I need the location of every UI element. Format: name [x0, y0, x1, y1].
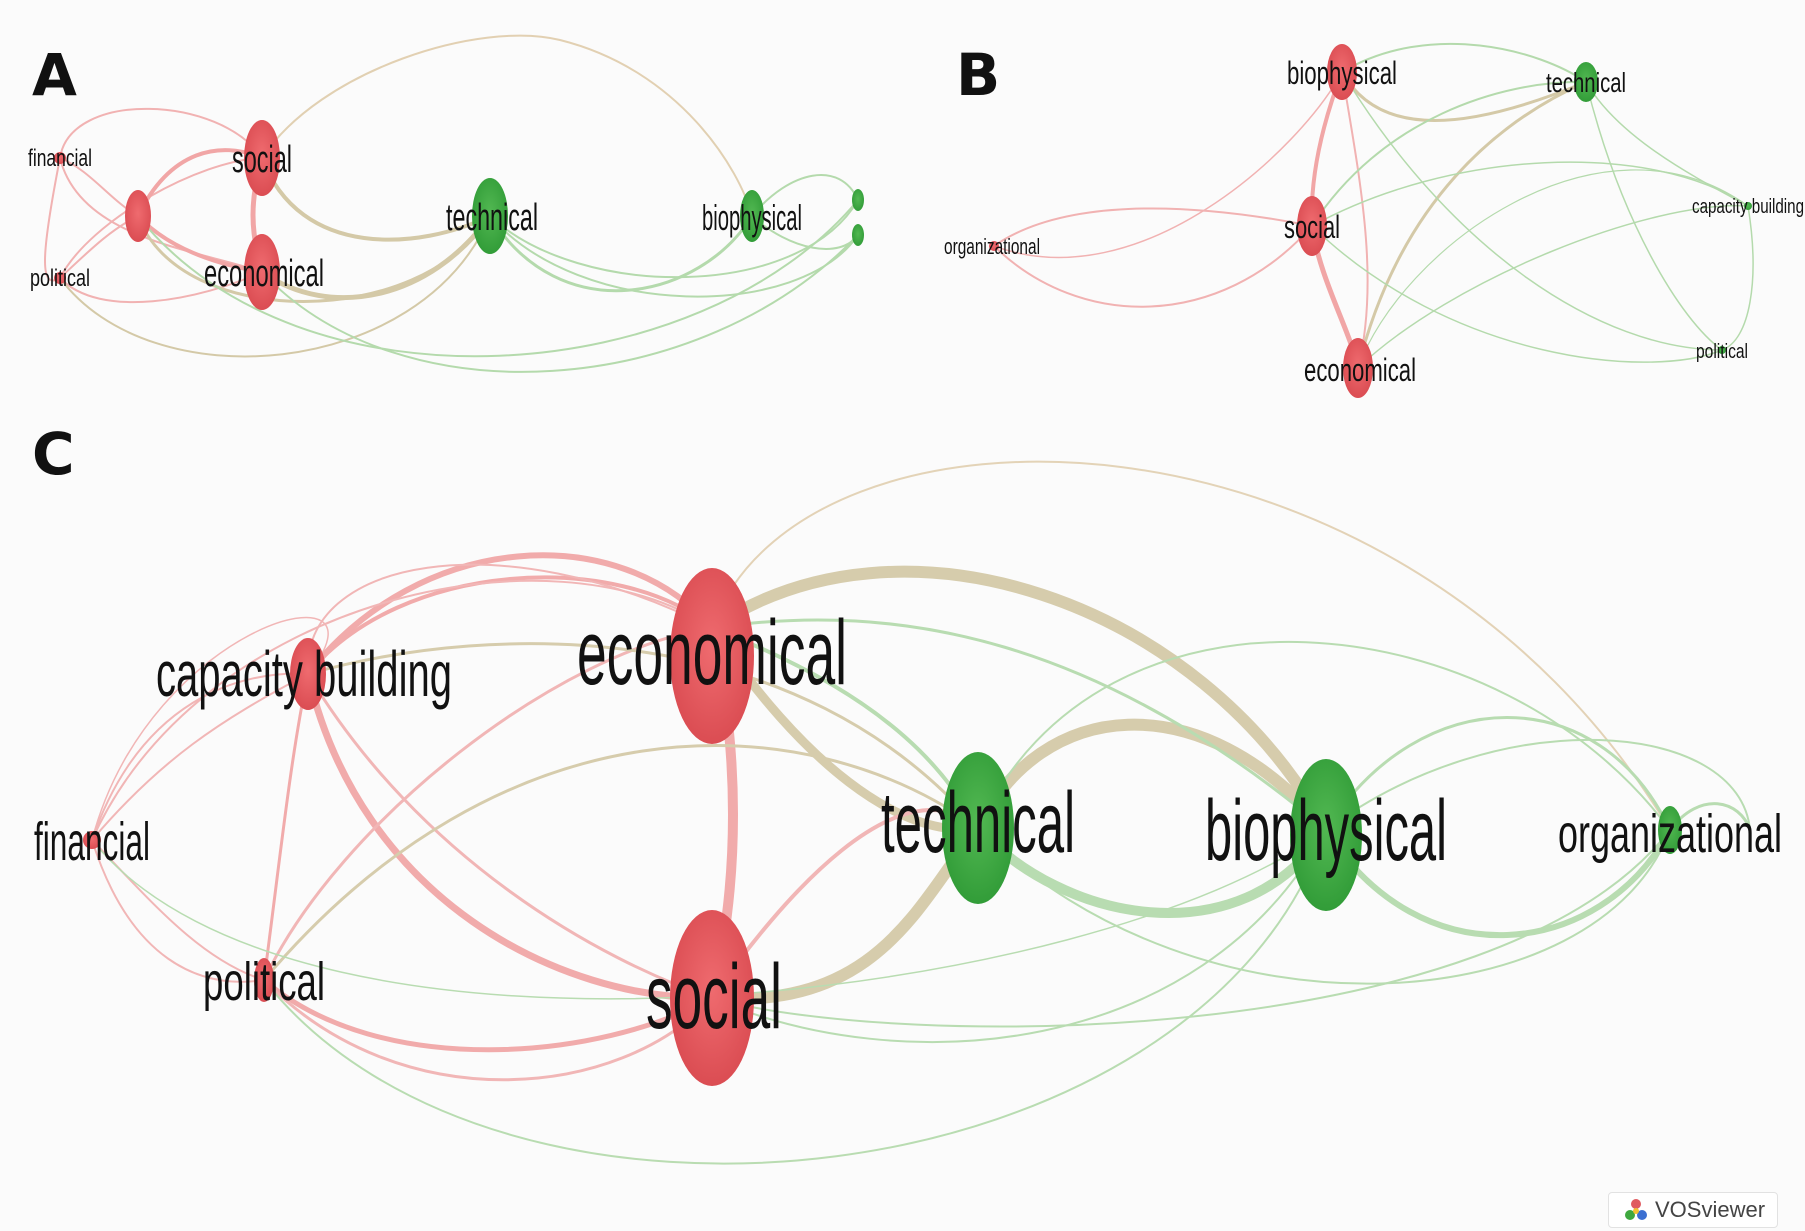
panel-letter-c: C — [32, 420, 75, 488]
label-b-technical: technical — [1546, 67, 1626, 98]
label-c-technical: technical — [881, 775, 1075, 871]
label-b-economical: economical — [1304, 352, 1416, 388]
panel-letter-b: B — [956, 41, 1001, 109]
panel-b-nodes — [989, 44, 1752, 398]
node-b-biophysical — [1327, 44, 1357, 100]
panel-c-network: capacity building economical financial p… — [34, 460, 1782, 1165]
label-c-political: political — [203, 952, 325, 1012]
label-a-technical: technical — [446, 197, 538, 239]
node-a-economical — [244, 234, 280, 310]
node-b-organizational — [989, 241, 999, 251]
label-a-economical: economical — [204, 253, 324, 295]
node-a-unlabeled-green-2 — [852, 224, 864, 246]
node-a-social — [244, 120, 280, 196]
label-c-social: social — [646, 946, 782, 1048]
panel-c-nodes — [83, 568, 1682, 1086]
vosviewer-watermark: VOSviewer — [1608, 1192, 1778, 1228]
label-b-capacity-building: capacity building — [1692, 196, 1804, 218]
panel-a-network: financial political social economical te… — [28, 34, 864, 373]
label-c-capacity-building: capacity building — [156, 638, 452, 710]
node-c-financial — [83, 831, 101, 849]
node-b-social — [1297, 196, 1327, 256]
node-c-biophysical — [1290, 759, 1362, 911]
vosviewer-label: VOSviewer — [1655, 1197, 1766, 1222]
vosviewer-logo-icon — [1625, 1199, 1647, 1220]
node-c-capacity-building — [290, 638, 326, 710]
node-a-political — [54, 272, 66, 284]
node-c-technical — [942, 752, 1014, 904]
label-b-organizational: organizational — [944, 234, 1040, 259]
panel-b-links — [993, 42, 1754, 371]
node-c-political — [254, 958, 274, 1002]
panel-b-network: biophysical technical social economical … — [944, 42, 1804, 398]
label-b-social: social — [1284, 209, 1340, 245]
label-c-biophysical: biophysical — [1205, 783, 1447, 879]
node-a-financial — [54, 152, 66, 164]
label-b-political: political — [1696, 341, 1748, 363]
panel-a-labels: financial political social economical te… — [28, 139, 802, 295]
node-a-unlabeled-red — [125, 190, 151, 242]
label-c-organizational: organizational — [1558, 804, 1782, 864]
panel-a-nodes — [54, 120, 864, 310]
node-b-capacity-building — [1744, 202, 1752, 210]
panel-c-labels: capacity building economical financial p… — [34, 602, 1782, 1048]
node-b-technical — [1574, 62, 1598, 102]
node-c-organizational — [1658, 806, 1682, 854]
panel-letter-a: A — [32, 41, 77, 109]
label-c-financial: financial — [34, 812, 150, 872]
node-c-social — [670, 910, 754, 1086]
node-a-technical — [472, 178, 508, 254]
panel-a-links — [44, 34, 859, 373]
panel-b-labels: biophysical technical social economical … — [944, 55, 1804, 388]
label-a-social: social — [232, 139, 292, 181]
label-a-biophysical: biophysical — [702, 197, 802, 238]
node-a-biophysical — [740, 190, 764, 242]
node-b-economical — [1343, 338, 1373, 398]
node-a-unlabeled-green-1 — [852, 189, 864, 211]
label-b-biophysical: biophysical — [1287, 55, 1397, 91]
node-b-political — [1718, 346, 1726, 354]
label-c-economical: economical — [577, 602, 847, 704]
label-a-financial: financial — [28, 145, 92, 172]
node-c-economical — [670, 568, 754, 744]
label-a-political: political — [30, 265, 90, 292]
